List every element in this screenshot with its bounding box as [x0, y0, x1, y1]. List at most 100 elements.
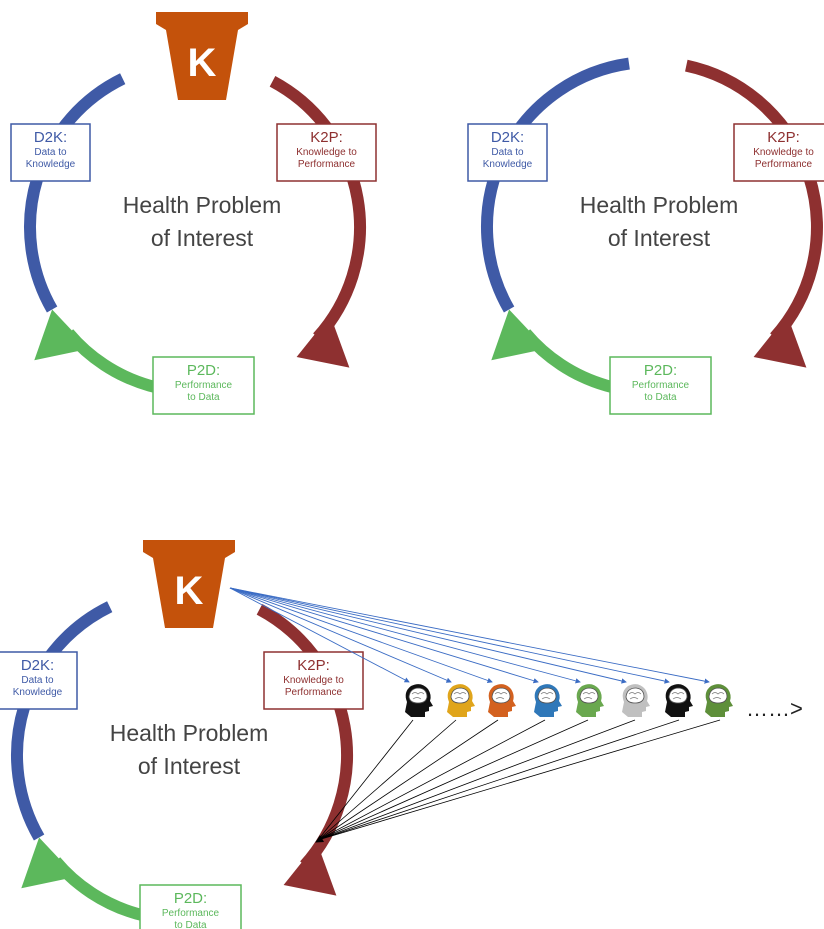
head-brain-icon [665, 684, 693, 717]
d2k-arc [24, 73, 126, 313]
k2p-label-line1: Knowledge to [283, 675, 344, 686]
k2p-label-line1: Knowledge to [296, 147, 357, 158]
p2d-label-line1: Performance [632, 380, 690, 391]
k2p-arrowhead [283, 843, 337, 896]
p2d-label-title: P2D: [187, 362, 220, 379]
d2k-label-title: D2K: [21, 657, 54, 674]
d2k-label-line2: Knowledge [483, 159, 533, 170]
k2p-arc [269, 76, 366, 342]
knowledge-to-person-arrow [229, 587, 410, 683]
d2k-label-line2: Knowledge [13, 687, 63, 698]
d2k-label-title: D2K: [491, 129, 524, 146]
brain-shape [708, 687, 728, 704]
k2p-label-box [263, 651, 364, 710]
k2p-label-box [733, 123, 824, 182]
k2p-arc [256, 604, 353, 870]
keystone-letter: K [175, 569, 204, 613]
keystone-letter: K [188, 41, 217, 85]
k2p-arrowhead [753, 315, 807, 368]
brain-folds [582, 692, 596, 700]
d2k-label-box [0, 651, 78, 710]
person-to-performance-line [317, 719, 636, 841]
head-brain-icon [705, 684, 733, 717]
head-brain-icon [622, 684, 650, 717]
p2d-label-line2: to Data [644, 392, 677, 403]
brain-folds [453, 692, 467, 700]
center-title-line1: Health Problem [123, 192, 282, 218]
k2p-label-title: K2P: [297, 657, 330, 674]
knowledge-to-person-arrow [229, 587, 627, 684]
head-brain-icon [488, 684, 516, 717]
p2d-arrowhead [491, 309, 547, 361]
keystone-shape [143, 540, 235, 628]
person-to-performance-line [317, 719, 721, 841]
p2d-label-line1: Performance [175, 380, 233, 391]
distribution-lines [229, 587, 710, 684]
p2d-label-box [152, 356, 255, 415]
knowledge-to-person-arrow [229, 587, 539, 684]
person-to-performance-line [317, 719, 499, 841]
k2p-arrowhead [296, 315, 350, 368]
feedback-arrowhead [315, 833, 331, 843]
center-title-line2: of Interest [151, 225, 254, 251]
brain-folds [711, 692, 725, 700]
k2p-label-line2: Performance [755, 159, 813, 170]
center-title-line2: of Interest [138, 753, 241, 779]
brain-folds [540, 692, 554, 700]
brain-folds [494, 692, 508, 700]
brain-folds [411, 692, 425, 700]
k2p-label-line1: Knowledge to [753, 147, 814, 158]
center-title-line1: Health Problem [110, 720, 269, 746]
head-brain-icon [447, 684, 475, 717]
knowledge-to-person-arrow [229, 587, 670, 684]
p2d-label-line2: to Data [174, 920, 207, 929]
head-brain-icon [576, 684, 604, 717]
brain-shape [537, 687, 557, 704]
brain-folds [671, 692, 685, 700]
continuation-symbol: ……> [746, 696, 803, 721]
person-to-performance-line [317, 719, 546, 841]
k2p-label-line2: Performance [298, 159, 356, 170]
d2k-arc [481, 57, 630, 313]
brain-shape [668, 687, 688, 704]
d2k-label-box [10, 123, 91, 182]
person-to-performance-line [317, 719, 414, 841]
knowledge-to-person-arrow [229, 587, 493, 684]
center-title-line1: Health Problem [580, 192, 739, 218]
d2k-label-box [467, 123, 548, 182]
feedback-lines [315, 719, 721, 843]
d2k-label-line1: Data to [21, 675, 54, 686]
knowledge-to-person-arrow [229, 587, 581, 684]
keystone: K [156, 12, 248, 100]
k2p-label-line2: Performance [285, 687, 343, 698]
p2d-label-line1: Performance [162, 908, 220, 919]
k2p-label-title: K2P: [310, 129, 343, 146]
keystone: K [143, 540, 235, 628]
p2d-label-box [609, 356, 712, 415]
heads-row [405, 684, 733, 717]
p2d-arrowhead [21, 837, 77, 889]
head-brain-icon [405, 684, 433, 717]
person-to-performance-line [317, 719, 457, 841]
k2p-label-title: K2P: [767, 129, 800, 146]
p2d-label-line2: to Data [187, 392, 220, 403]
p2d-label-box [139, 884, 242, 929]
p2d-label-title: P2D: [644, 362, 677, 379]
brain-shape [450, 687, 470, 704]
brain-shape [625, 687, 645, 704]
d2k-label-title: D2K: [34, 129, 67, 146]
brain-shape [491, 687, 511, 704]
center-title-line2: of Interest [608, 225, 711, 251]
d2k-label-line1: Data to [491, 147, 524, 158]
knowledge-to-person-arrow [229, 587, 452, 683]
person-to-performance-line [317, 719, 680, 841]
brain-folds [628, 692, 642, 700]
p2d-label-title: P2D: [174, 890, 207, 907]
brain-shape [579, 687, 599, 704]
head-brain-icon [534, 684, 562, 717]
knowledge-to-person-arrow [229, 587, 710, 684]
